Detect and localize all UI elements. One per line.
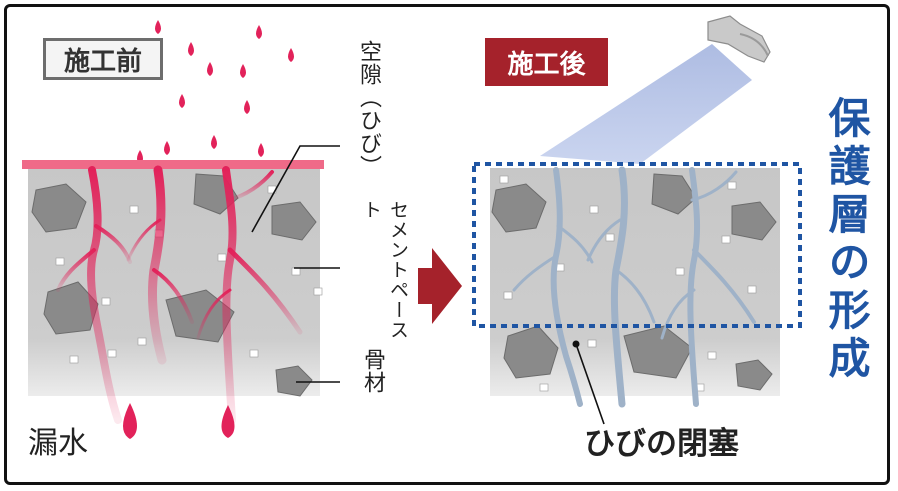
water-drops bbox=[137, 20, 294, 164]
leak-drops bbox=[123, 403, 235, 439]
crack-closure-label: ひびの閉塞 bbox=[584, 426, 739, 462]
protective-layer-label: 保護層の形成 bbox=[822, 96, 871, 384]
white-specks-after bbox=[499, 175, 757, 392]
surface-layer-before bbox=[22, 160, 324, 169]
after-label: 施工後 bbox=[485, 38, 608, 86]
water-leak-label: 漏水 bbox=[28, 426, 88, 461]
callout-lines-before bbox=[251, 145, 340, 383]
aggregate-label: 骨材 bbox=[360, 348, 385, 394]
arrow-right-icon bbox=[418, 248, 462, 324]
sealed-cracks bbox=[512, 166, 756, 408]
before-label: 施工前 bbox=[43, 38, 163, 80]
protective-layer-box bbox=[472, 162, 802, 328]
void-crack-label: 空隙（ひび） bbox=[356, 40, 381, 178]
aggregate-stones-before bbox=[31, 173, 317, 397]
spray-bottle-icon bbox=[540, 15, 771, 164]
aggregate-stones-after bbox=[491, 173, 777, 391]
cracks-before bbox=[56, 165, 303, 424]
callout-crack-closure bbox=[572, 340, 605, 425]
cement-paste-label: セメントペースト bbox=[360, 200, 409, 340]
